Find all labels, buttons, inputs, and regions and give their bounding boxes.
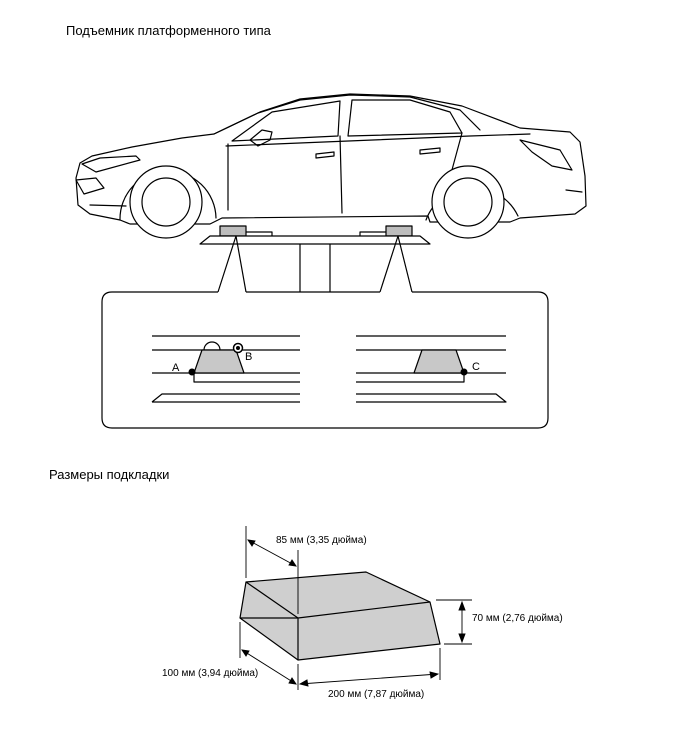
pad-block bbox=[239, 571, 441, 661]
dimension-height-label: 70 мм (2,76 дюйма) bbox=[472, 613, 563, 624]
rear-wheel bbox=[431, 165, 505, 239]
pad-dimensions-title: Размеры подкладки bbox=[49, 467, 170, 482]
point-c-marker bbox=[460, 368, 468, 376]
point-c-label: C bbox=[472, 361, 480, 373]
dimension-width-label: 85 мм (3,35 дюйма) bbox=[276, 535, 367, 546]
detail-callout bbox=[101, 291, 549, 429]
point-b-label: B bbox=[245, 351, 252, 363]
point-b-center bbox=[236, 346, 240, 350]
lift-pad-rear bbox=[385, 225, 413, 237]
front-wheel bbox=[129, 165, 203, 239]
dimension-depth-label: 100 мм (3,94 дюйма) bbox=[162, 668, 258, 679]
lift-title: Подъемник платформенного типа bbox=[66, 23, 271, 38]
left-pad-shape bbox=[193, 349, 245, 374]
dimension-length-label: 200 мм (7,87 дюйма) bbox=[328, 689, 424, 700]
right-pad-shape bbox=[413, 349, 465, 374]
dimension-lines bbox=[239, 526, 472, 690]
point-a-label: A bbox=[172, 362, 180, 374]
platform-lift bbox=[199, 225, 431, 293]
point-a-marker bbox=[188, 368, 196, 376]
lift-pad-front bbox=[219, 225, 247, 237]
pad-block-body bbox=[239, 571, 441, 661]
